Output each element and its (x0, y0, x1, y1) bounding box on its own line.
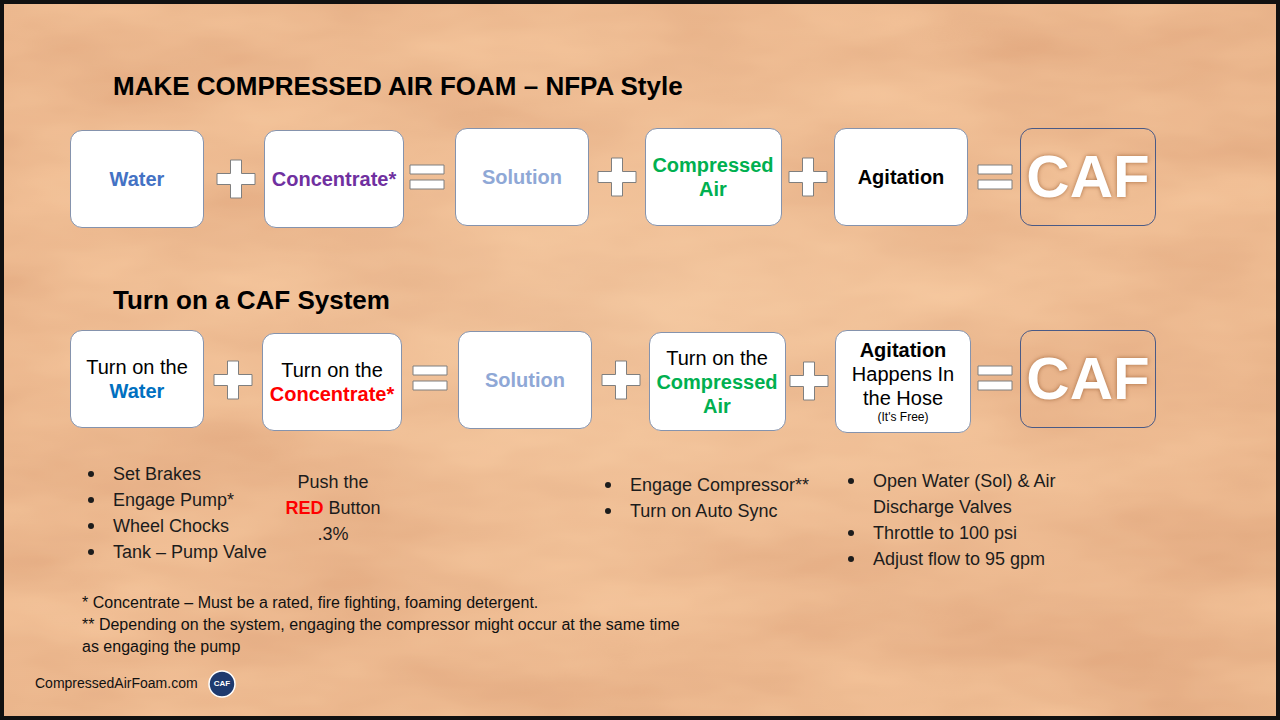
step-box: Turn on theConcentrate* (262, 333, 402, 431)
box-text: (It's Free) (878, 410, 929, 424)
equals-symbol (978, 165, 1012, 189)
step-box: Solution (455, 128, 589, 226)
result-box: CAF (1020, 330, 1156, 428)
result-text: CAF (1026, 343, 1149, 415)
box-text: Concentrate* (270, 382, 394, 406)
box-content: Turn on theCompressed Air (656, 346, 779, 418)
logo-circle (209, 671, 235, 697)
step-box: Solution (458, 331, 592, 429)
step-box: Turn on theCompressed Air (649, 332, 786, 431)
box-text: Concentrate* (272, 167, 396, 191)
step-box: Compressed Air (645, 128, 782, 226)
push-note: Push the REDButton .3% (268, 469, 398, 547)
bullet-item: Engage Compressor** (630, 472, 830, 498)
note-line: .3% (268, 521, 398, 547)
result-text: CAF (1026, 141, 1149, 213)
box-text: Compressed Air (656, 370, 779, 418)
box-content: Agitation (841, 165, 961, 189)
box-content: Turn on theConcentrate* (269, 358, 395, 406)
box-content: Solution (462, 165, 582, 189)
title-area: MAKE COMPRESSED AIR FOAM – NFPA Style (113, 70, 683, 102)
step-box: Turn on theWater (70, 330, 204, 428)
step-box: AgitationHappens In the Hose(It's Free) (835, 330, 971, 433)
box-text: Water (110, 379, 165, 403)
plus-symbol (602, 361, 640, 399)
box-text: Agitation (858, 165, 945, 189)
equals-symbol (410, 165, 444, 189)
footnote: * Concentrate – Must be a rated, fire fi… (82, 592, 697, 614)
heading-area: Turn on a CAF System (113, 284, 390, 316)
bullet-list: Engage Compressor**Turn on Auto Sync (630, 472, 830, 524)
equals-symbol (413, 366, 447, 390)
box-text: Solution (482, 165, 562, 189)
step-box: Concentrate* (264, 130, 404, 228)
section-heading: Turn on a CAF System (113, 284, 390, 316)
plus-symbol (790, 362, 828, 400)
box-text: Turn on the (86, 355, 188, 379)
footnote: ** Depending on the system, engaging the… (82, 614, 697, 658)
note-line: Push the (268, 469, 398, 495)
bullet-item: Turn on Auto Sync (630, 498, 830, 524)
bullet-list: Open Water (Sol) & Air Discharge ValvesT… (873, 468, 1065, 572)
box-content: Solution (465, 368, 585, 392)
box-text: Turn on the (281, 358, 383, 382)
box-content: CAF (1025, 141, 1151, 213)
plus-symbol (789, 158, 827, 196)
note-text: Push the (268, 469, 398, 495)
box-content: Concentrate* (271, 167, 397, 191)
slide-title: MAKE COMPRESSED AIR FOAM – NFPA Style (113, 70, 683, 102)
plus-symbol (217, 160, 255, 198)
note-text: .3% (268, 521, 398, 547)
bullet-item: Tank – Pump Valve (113, 539, 313, 565)
bullet-item: Open Water (Sol) & Air Discharge Valves (873, 468, 1065, 520)
box-text: Turn on the (666, 346, 768, 370)
result-box: CAF (1020, 128, 1156, 226)
box-content: Turn on theWater (77, 355, 197, 403)
bullet-item: Engage Pump* (113, 487, 313, 513)
note-line: REDButton (268, 495, 398, 521)
plus-symbol (598, 158, 636, 196)
bullet-item: Set Brakes (113, 461, 313, 487)
box-text: Happens In the Hose (842, 362, 964, 410)
box-text: Compressed Air (652, 153, 775, 201)
bullet-list: Set BrakesEngage Pump*Wheel ChocksTank –… (113, 461, 313, 565)
box-content: CAF (1025, 343, 1151, 415)
box-text: Agitation (860, 338, 947, 362)
bullet-item: Throttle to 100 psi (873, 520, 1065, 546)
note-text: RED (285, 495, 323, 521)
footnotes: * Concentrate – Must be a rated, fire fi… (82, 592, 697, 658)
step-box: Agitation (834, 128, 968, 226)
equals-symbol (978, 366, 1012, 390)
box-text: Water (110, 167, 165, 191)
note-text: Button (328, 495, 380, 521)
step-box: Water (70, 130, 204, 228)
website-label: CompressedAirFoam.com (35, 675, 198, 691)
box-text: Solution (485, 368, 565, 392)
box-content: Water (77, 167, 197, 191)
bullet-item: Wheel Chocks (113, 513, 313, 539)
box-content: Compressed Air (652, 153, 775, 201)
logo-text: CAF (209, 677, 235, 691)
footer-area: CompressedAirFoam.com (35, 675, 198, 691)
plus-symbol (214, 361, 252, 399)
logo-area: CAF (209, 677, 235, 691)
bullet-item: Adjust flow to 95 gpm (873, 546, 1065, 572)
box-content: AgitationHappens In the Hose(It's Free) (842, 338, 964, 424)
